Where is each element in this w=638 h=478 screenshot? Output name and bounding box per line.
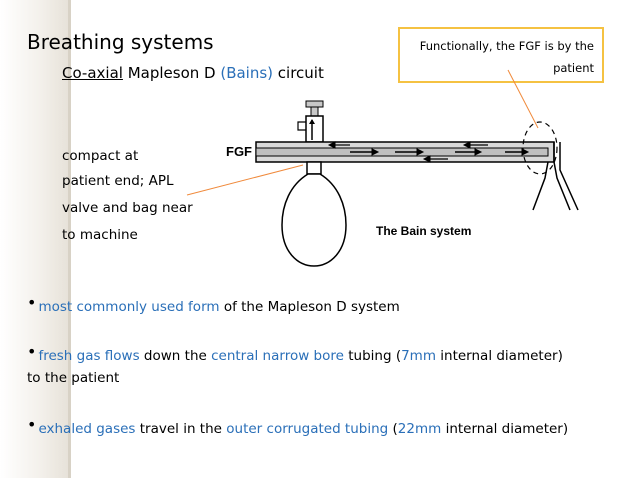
flow-arrows bbox=[327, 141, 530, 163]
subtitle-end: circuit bbox=[273, 64, 324, 82]
diagram-caption: The Bain system bbox=[376, 224, 471, 238]
left-stripe bbox=[0, 0, 70, 478]
side-note-line-2: patient end; APL bbox=[62, 173, 174, 189]
slide-title: Breathing systems bbox=[27, 30, 214, 54]
fgf-label: FGF bbox=[226, 144, 252, 159]
bullet-2-continued: to the patient bbox=[27, 370, 120, 386]
apl-valve bbox=[297, 100, 324, 143]
callout-line-2: patient bbox=[553, 61, 594, 75]
callout-connector bbox=[507, 69, 539, 129]
callout-line-1: Functionally, the FGF is by the bbox=[419, 39, 594, 53]
subtitle-blue: (Bains) bbox=[220, 64, 274, 82]
bullet-2: •fresh gas flows down the central narrow… bbox=[27, 342, 563, 364]
reservoir-bag bbox=[281, 161, 347, 267]
side-note-line-3: valve and bag near bbox=[62, 200, 193, 216]
side-note-line-1: compact at bbox=[62, 148, 139, 164]
patient-end-highlight bbox=[522, 121, 558, 175]
side-note-line-4: to machine bbox=[62, 227, 138, 243]
left-stripe-edge bbox=[68, 0, 71, 478]
subtitle-mid: Mapleson D bbox=[122, 64, 221, 82]
bullet-1: •most commonly used form of the Mapleson… bbox=[27, 293, 400, 315]
slide-subtitle: Co-axial Mapleson D (Bains) circuit bbox=[62, 64, 324, 82]
side-note-connector bbox=[186, 164, 304, 196]
patient-end bbox=[532, 142, 579, 211]
bullet-3: •exhaled gases travel in the outer corru… bbox=[27, 415, 569, 437]
subtitle-underlined: Co-axial bbox=[62, 64, 123, 82]
callout-box: Functionally, the FGF is by the patient bbox=[398, 27, 604, 83]
